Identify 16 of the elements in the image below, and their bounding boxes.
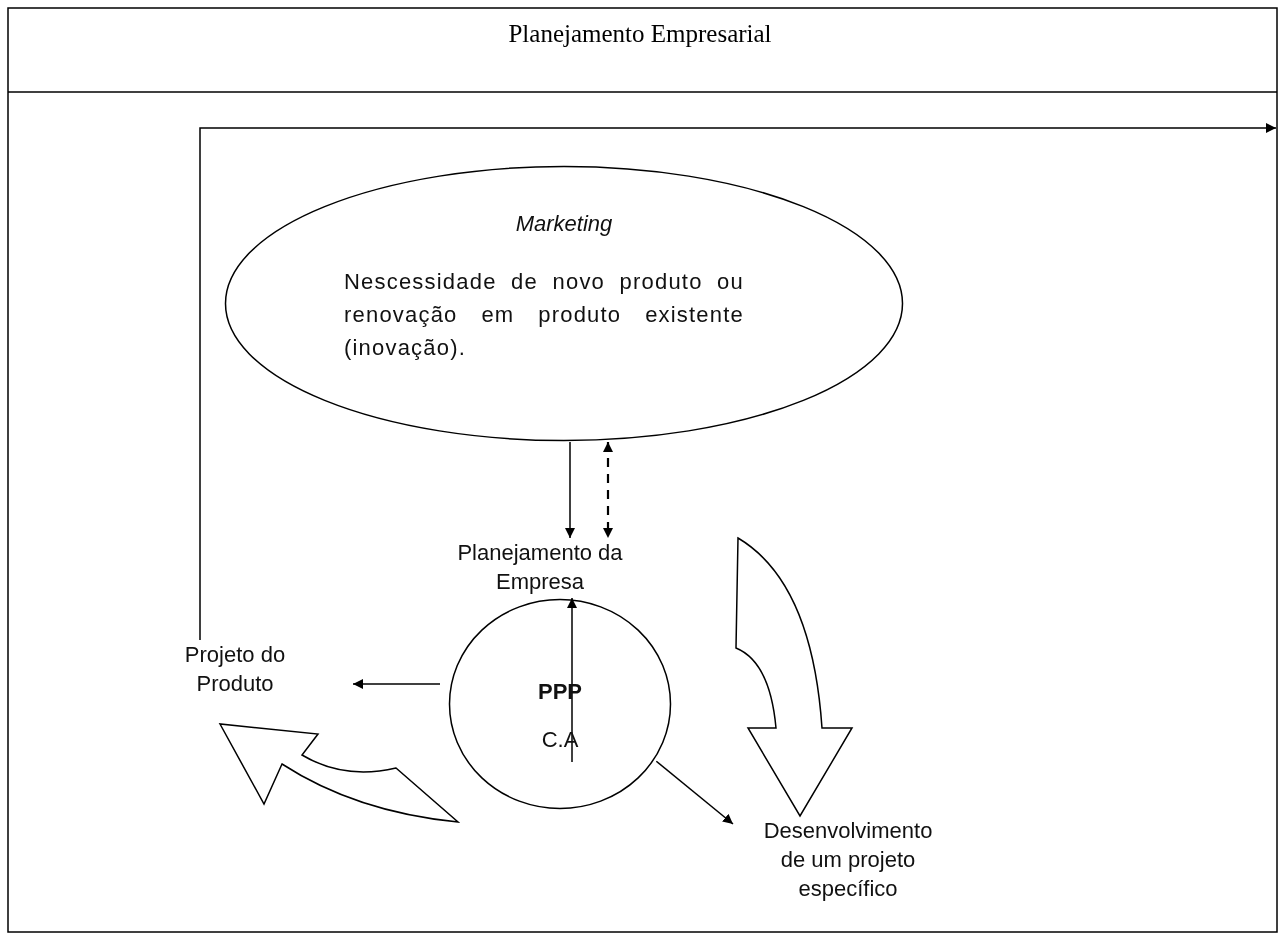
arrow [603, 442, 613, 538]
development-label: Desenvolvimento de um projeto específico [753, 816, 943, 906]
marketing-ellipse [224, 165, 904, 442]
node-text: Nescessidade de novo produto ou renovação em produto existente (inovação). [344, 268, 744, 362]
curved-block-arrow [219, 723, 459, 823]
arrow [352, 679, 441, 689]
planning-circle [448, 598, 672, 810]
node-heading: Marketing [514, 210, 614, 238]
curved-block-arrow [735, 537, 853, 817]
arrow [199, 123, 1277, 641]
arrow [565, 441, 575, 539]
arrow [655, 760, 734, 825]
diagram-title: Planejamento Empresarial [507, 20, 773, 48]
arrow [567, 597, 577, 763]
planning-label: Planejamento da Empresa [440, 538, 640, 596]
product-design-label: Projeto do Produto [145, 640, 325, 698]
